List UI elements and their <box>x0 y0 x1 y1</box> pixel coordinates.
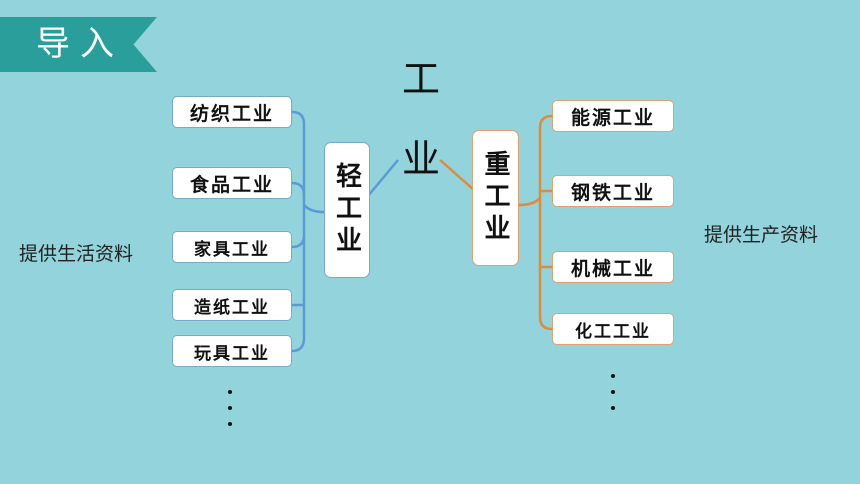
heavy-more-ellipsis <box>611 374 615 410</box>
light-item-furniture: 家具工业 <box>172 231 292 263</box>
light-item-textile: 纺织工业 <box>172 96 292 128</box>
industry-char-gong: 工 <box>402 57 441 101</box>
light-item-toys: 玩具工业 <box>172 335 292 367</box>
heavy-item-steel: 钢铁工业 <box>552 175 674 207</box>
light-more-ellipsis <box>228 390 232 426</box>
banner-title: 导入 <box>36 24 124 64</box>
light-industry-note: 提供生活资料 <box>19 243 134 265</box>
light-item-food: 食品工业 <box>172 167 292 199</box>
light-item-paper: 造纸工业 <box>172 289 292 321</box>
heavy-industry-box: 重工业 <box>472 130 519 266</box>
heavy-item-energy: 能源工业 <box>552 100 674 132</box>
industry-char-ye: 业 <box>402 137 441 181</box>
light-industry-box: 轻工业 <box>324 142 370 278</box>
heavy-item-machinery: 机械工业 <box>552 251 674 283</box>
heavy-industry-note: 提供生产资料 <box>704 224 819 246</box>
heavy-item-chemical: 化工工业 <box>552 313 674 345</box>
title-banner <box>0 17 157 72</box>
